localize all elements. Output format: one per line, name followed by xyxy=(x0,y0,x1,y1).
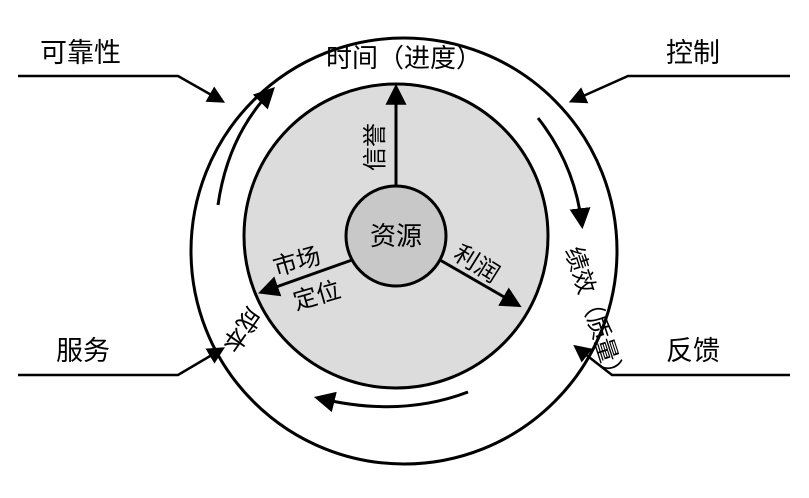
label-service: 服务 xyxy=(56,336,110,367)
input-arrow-bottom-left xyxy=(18,347,226,377)
input-arrow-top-right xyxy=(568,74,790,104)
label-feedback: 反馈 xyxy=(666,336,720,367)
arrow-lower-right xyxy=(439,258,522,308)
arrow-lower-left xyxy=(258,258,353,297)
label-reputation: 信誉 xyxy=(361,123,389,171)
input-arrow-top-left xyxy=(18,74,226,103)
label-resources: 资源 xyxy=(370,222,422,252)
cycle-arrow-bottom xyxy=(313,390,469,413)
cycle-arrow-left xyxy=(216,86,275,206)
label-control: 控制 xyxy=(666,38,720,69)
label-time-progress: 时间（进度） xyxy=(326,44,482,74)
cycle-arrow-right xyxy=(536,117,591,230)
input-arrow-bottom-right xyxy=(573,344,790,377)
label-reliability: 可靠性 xyxy=(40,38,121,69)
